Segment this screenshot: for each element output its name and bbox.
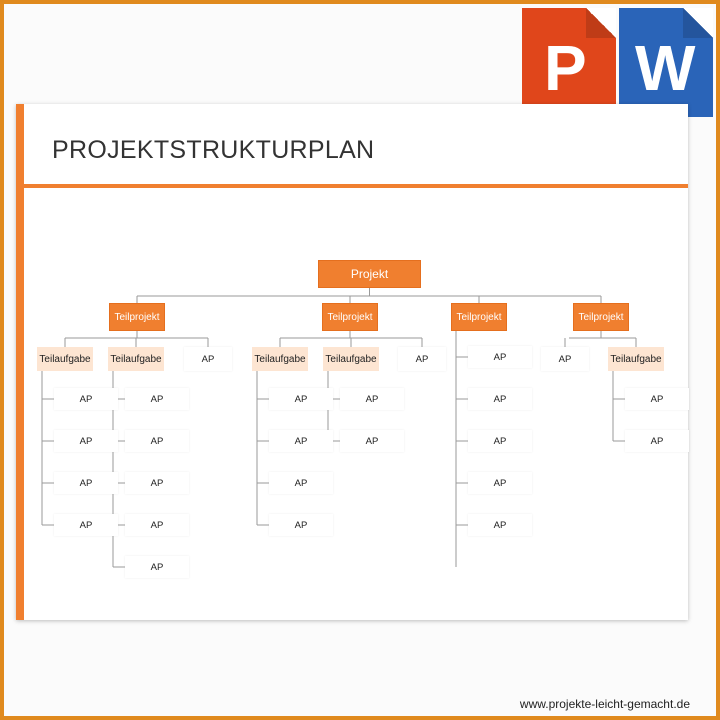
logo-letter-w: W xyxy=(635,32,696,104)
work-package-node: AP xyxy=(541,347,589,371)
page-corner-fold xyxy=(586,8,616,38)
teilaufgabe-node: Teilaufgabe xyxy=(37,347,93,371)
teilprojekt-node: Teilprojekt xyxy=(322,303,378,331)
work-package-node: AP xyxy=(340,430,404,452)
work-package-node: AP xyxy=(269,388,333,410)
work-package-node: AP xyxy=(625,388,689,410)
work-package-node: AP xyxy=(54,514,118,536)
work-package-node: AP xyxy=(468,346,532,368)
teilaufgabe-node: Teilaufgabe xyxy=(252,347,308,371)
work-package-node: AP xyxy=(125,514,189,536)
work-package-node: AP xyxy=(269,472,333,494)
work-package-node: AP xyxy=(468,430,532,452)
teilaufgabe-node: Teilaufgabe xyxy=(608,347,664,371)
word-icon: W xyxy=(619,8,713,117)
powerpoint-icon: P xyxy=(522,8,616,117)
work-package-node: AP xyxy=(269,430,333,452)
work-package-node: AP xyxy=(468,472,532,494)
work-package-node: AP xyxy=(468,514,532,536)
teilaufgabe-node: Teilaufgabe xyxy=(108,347,164,371)
work-package-node: AP xyxy=(468,388,532,410)
work-package-node: AP xyxy=(625,430,689,452)
work-package-node: AP xyxy=(125,472,189,494)
work-package-node: AP xyxy=(54,430,118,452)
page-corner-fold xyxy=(683,8,713,38)
work-package-node: AP xyxy=(125,430,189,452)
logo-letter-p: P xyxy=(544,32,587,104)
teilaufgabe-node: Teilaufgabe xyxy=(323,347,379,371)
work-package-node: AP xyxy=(125,388,189,410)
teilprojekt-node: Teilprojekt xyxy=(109,303,165,331)
slide-title: PROJEKTSTRUKTURPLAN xyxy=(52,136,375,164)
work-package-node: AP xyxy=(54,388,118,410)
work-package-node: AP xyxy=(269,514,333,536)
slide-accent-bar xyxy=(16,104,24,620)
title-underline xyxy=(24,184,688,188)
teilprojekt-node: Teilprojekt xyxy=(573,303,629,331)
root-node-projekt: Projekt xyxy=(318,260,421,288)
work-package-node: AP xyxy=(398,347,446,371)
footer-url: www.projekte-leicht-gemacht.de xyxy=(519,697,690,711)
work-package-node: AP xyxy=(184,347,232,371)
work-package-node: AP xyxy=(54,472,118,494)
teilprojekt-node: Teilprojekt xyxy=(451,303,507,331)
work-package-node: AP xyxy=(340,388,404,410)
work-package-node: AP xyxy=(125,556,189,578)
